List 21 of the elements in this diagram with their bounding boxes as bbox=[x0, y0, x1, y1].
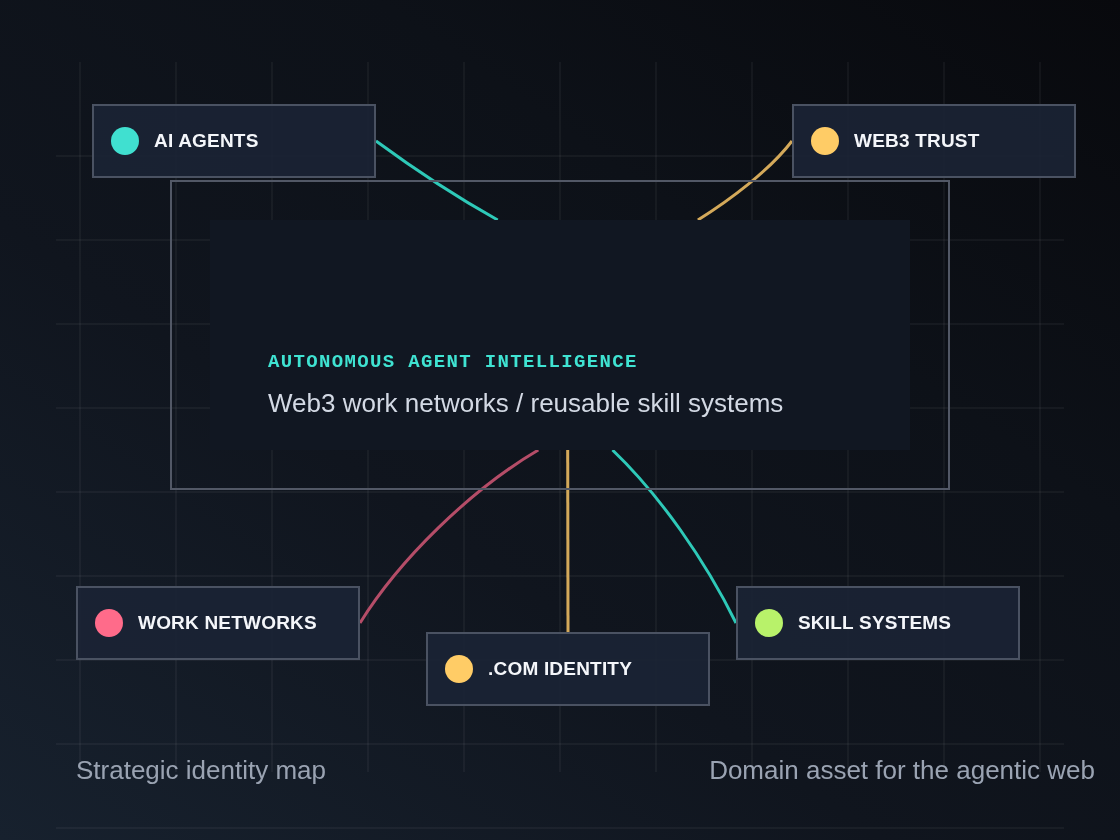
connector-line bbox=[697, 140, 794, 222]
topic-label: AI AGENTS bbox=[154, 129, 259, 153]
topic-label: SKILL SYSTEMS bbox=[798, 611, 952, 635]
connector-line bbox=[566, 450, 570, 632]
topic-card bbox=[426, 632, 710, 706]
tagline-text: AUTONOMOUS AGENT INTELLIGENCE bbox=[268, 351, 638, 373]
footer-caption: Domain asset for the agentic web bbox=[709, 755, 1095, 785]
connector-line bbox=[375, 139, 499, 222]
connector-line bbox=[611, 448, 738, 624]
topic-card bbox=[736, 586, 1020, 660]
frame-outline bbox=[170, 180, 950, 490]
subtitle-text: Web3 work networks / reusable skill systems bbox=[268, 388, 784, 418]
topic-label: WEB3 TRUST bbox=[854, 129, 980, 153]
topic-label: .COM IDENTITY bbox=[488, 657, 633, 681]
connector-line bbox=[358, 448, 540, 624]
topic-card bbox=[92, 104, 376, 178]
topic-label: WORK NETWORKS bbox=[138, 611, 317, 635]
central-panel bbox=[210, 220, 910, 450]
footer-caption: Strategic identity map bbox=[76, 755, 326, 785]
topic-card bbox=[76, 586, 360, 660]
topic-card bbox=[792, 104, 1076, 178]
